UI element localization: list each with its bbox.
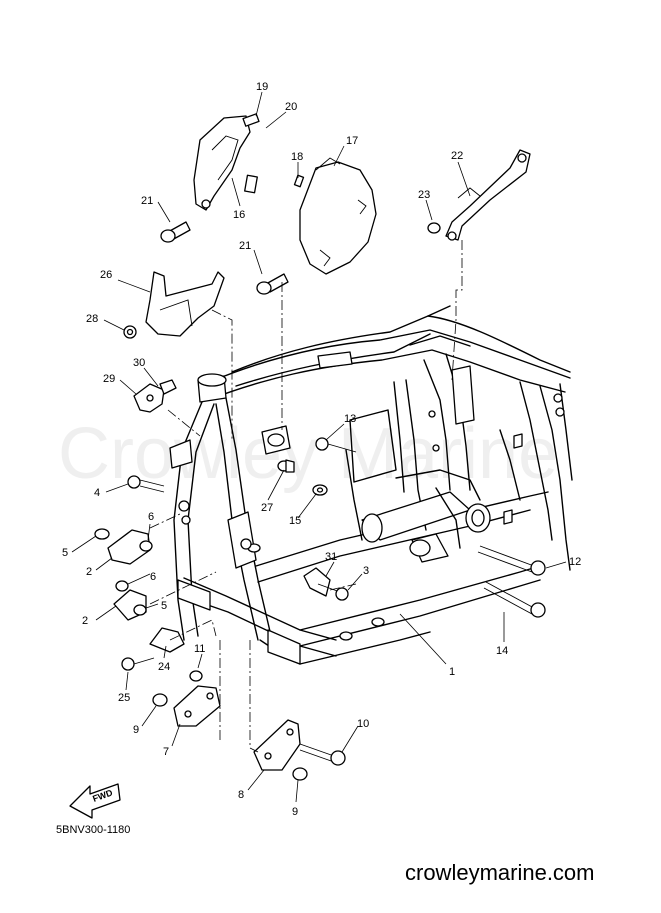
callout-26: 26 bbox=[100, 269, 112, 281]
callout-24: 24 bbox=[158, 661, 170, 673]
callout-27: 27 bbox=[261, 502, 273, 514]
callout-16: 16 bbox=[233, 209, 245, 221]
callout-10: 10 bbox=[357, 718, 369, 730]
callout-5-upper: 5 bbox=[62, 547, 68, 559]
callout-9-right: 9 bbox=[292, 806, 298, 818]
left-bolts bbox=[94, 475, 165, 621]
callout-25: 25 bbox=[118, 692, 130, 704]
front-engine-mount bbox=[152, 670, 221, 727]
callout-6-upper: 6 bbox=[148, 511, 154, 523]
callout-4: 4 bbox=[94, 487, 100, 499]
callout-6-lower: 6 bbox=[150, 571, 156, 583]
callout-28: 28 bbox=[86, 313, 98, 325]
callout-17: 17 bbox=[346, 135, 358, 147]
callout-3: 3 bbox=[363, 565, 369, 577]
callout-29: 29 bbox=[103, 373, 115, 385]
diagram-code: 5BNV300-1180 bbox=[56, 824, 130, 836]
bolts-middle bbox=[277, 437, 357, 496]
callout-12: 12 bbox=[569, 556, 581, 568]
callout-14: 14 bbox=[496, 645, 508, 657]
callout-23: 23 bbox=[418, 189, 430, 201]
callout-19: 19 bbox=[256, 81, 268, 93]
rear-long-bolts bbox=[477, 545, 546, 618]
site-url: crowleymarine.com bbox=[405, 860, 595, 885]
callout-21-upper: 21 bbox=[141, 195, 153, 207]
callout-8: 8 bbox=[238, 789, 244, 801]
lower-engine-mount bbox=[253, 719, 346, 781]
alignment-lines bbox=[149, 240, 463, 753]
rear-bracket bbox=[123, 271, 225, 339]
callout-2-upper: 2 bbox=[86, 566, 92, 578]
callout-18: 18 bbox=[291, 151, 303, 163]
main-frame bbox=[169, 305, 573, 665]
stay-bracket bbox=[445, 149, 531, 241]
fwd-arrow-icon: FWD bbox=[69, 783, 121, 819]
callout-9-left: 9 bbox=[133, 724, 139, 736]
callout-11: 11 bbox=[194, 643, 205, 655]
callout-22: 22 bbox=[451, 150, 463, 162]
callout-labels: 19 20 17 18 16 21 22 23 21 26 28 30 29 1… bbox=[62, 81, 581, 818]
callout-5-lower: 5 bbox=[161, 600, 167, 612]
lower-left-bracket bbox=[121, 627, 185, 671]
callout-7: 7 bbox=[163, 746, 169, 758]
callout-20: 20 bbox=[285, 101, 297, 113]
callout-30: 30 bbox=[133, 357, 145, 369]
callout-15: 15 bbox=[289, 515, 301, 527]
leader-lines bbox=[71, 91, 567, 803]
callout-21-middle: 21 bbox=[239, 240, 251, 252]
small-bracket bbox=[133, 379, 177, 413]
callout-31: 31 bbox=[325, 551, 337, 563]
side-cover bbox=[293, 157, 377, 275]
callout-2-lower: 2 bbox=[82, 615, 88, 627]
upper-cover-bracket bbox=[193, 113, 260, 211]
callout-13: 13 bbox=[344, 413, 356, 425]
callout-1: 1 bbox=[449, 666, 455, 678]
center-bracket bbox=[303, 567, 349, 601]
bolts-top bbox=[160, 221, 441, 295]
